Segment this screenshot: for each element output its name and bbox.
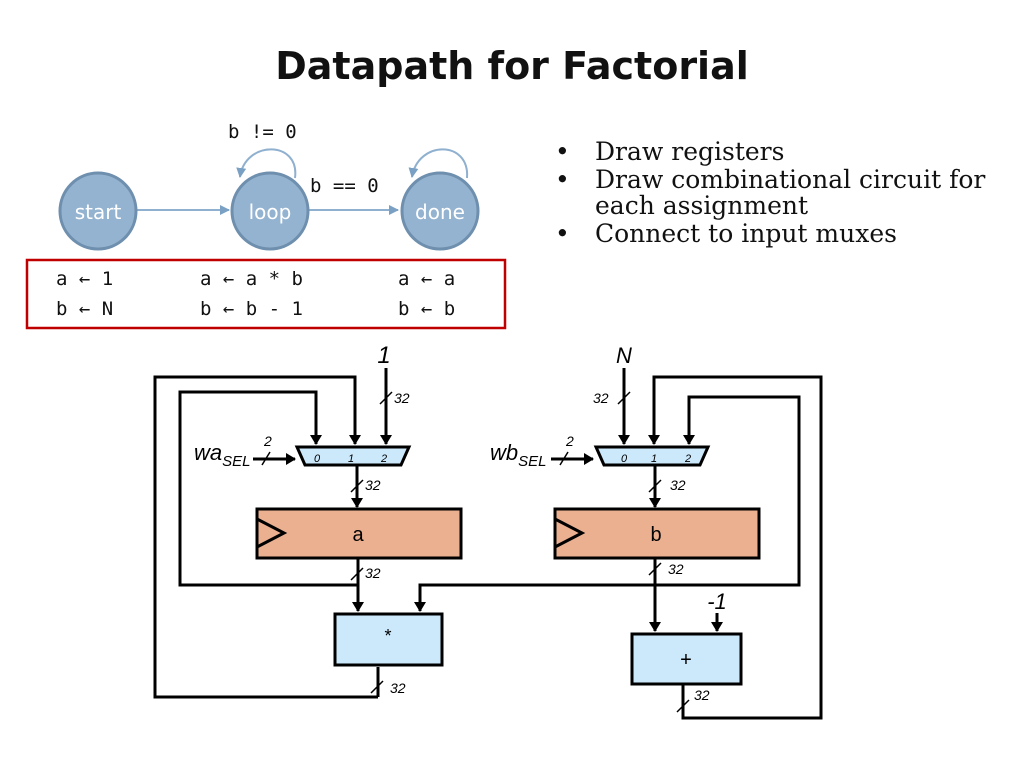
mux-input-label: 2 <box>380 453 387 465</box>
assignment: b ← b <box>398 298 455 320</box>
wire-mult-to-mux-a1 <box>153 375 378 699</box>
wb-sel-label: wbSEL <box>490 440 546 470</box>
state-label: done <box>415 200 465 224</box>
constant-one: 1 <box>377 342 390 369</box>
bus-width-labels: 32 32 32 32 32 32 32 32 2 2 <box>263 390 710 703</box>
state-done <box>400 171 480 251</box>
operator-label: * <box>384 626 391 646</box>
bus-width-marks <box>261 391 690 713</box>
state-label: start <box>75 200 122 224</box>
width-label: 32 <box>668 561 684 577</box>
width-label: 32 <box>365 477 381 493</box>
slide-title: Datapath for Factorial <box>275 44 749 88</box>
bullet-list: Draw registers Draw combinational circui… <box>553 139 1013 249</box>
register-b <box>553 507 761 560</box>
width-label: 32 <box>394 390 410 406</box>
sel-width-label: 2 <box>565 433 574 449</box>
width-label: 32 <box>593 390 609 406</box>
state-start <box>58 171 138 251</box>
width-label: 32 <box>670 477 686 493</box>
assignment: b ← b - 1 <box>200 298 303 320</box>
assignment: a ← 1 <box>56 268 113 290</box>
sel-width-label: 2 <box>263 433 272 449</box>
register-label: b <box>650 524 661 546</box>
mux-input-label: 0 <box>314 453 321 465</box>
bullet-item: Connect to input muxes <box>553 221 1013 248</box>
state-loop <box>230 171 310 251</box>
assignment-box <box>25 258 507 330</box>
mux-a <box>294 445 412 467</box>
fsm-diagram: start loop done b != 0 b == 0 a ← 1 b ← … <box>25 121 507 330</box>
transition-label: b == 0 <box>310 175 379 197</box>
wire-add-to-mux-b1 <box>648 375 823 720</box>
datapath <box>153 368 823 720</box>
width-label: 32 <box>365 565 381 581</box>
transition-done-self <box>408 148 469 179</box>
multiplier <box>333 612 444 667</box>
register-label: a <box>352 524 364 546</box>
adder <box>630 632 743 686</box>
mux-input-label: 0 <box>621 453 628 465</box>
constant-neg-one: -1 <box>707 589 727 614</box>
width-label: 32 <box>694 687 710 703</box>
register-a <box>255 507 463 560</box>
wire-b-to-mult <box>414 583 799 612</box>
clock-icon <box>554 517 586 549</box>
state-label: loop <box>249 200 292 224</box>
mux-input-label: 2 <box>684 453 691 465</box>
bullet-item: Draw combinational circuit for each assi… <box>553 167 1013 219</box>
wire-a-to-mux-a0 <box>178 390 358 587</box>
transition-loop-self <box>236 148 297 179</box>
mux-b <box>593 445 711 467</box>
mux-input-label: 1 <box>651 453 657 465</box>
mux-input-label: 1 <box>348 453 354 465</box>
operator-label: + <box>680 649 692 671</box>
constant-n: N <box>616 343 632 368</box>
transition-label: b != 0 <box>228 121 297 143</box>
assignment: a ← a <box>398 268 455 290</box>
bullet-item: Draw registers <box>553 139 1013 166</box>
clock-icon <box>256 517 288 549</box>
assignment: a ← a * b <box>200 268 303 290</box>
assignment: b ← N <box>56 298 113 320</box>
width-label: 32 <box>390 680 406 696</box>
wa-sel-label: waSEL <box>194 440 250 470</box>
